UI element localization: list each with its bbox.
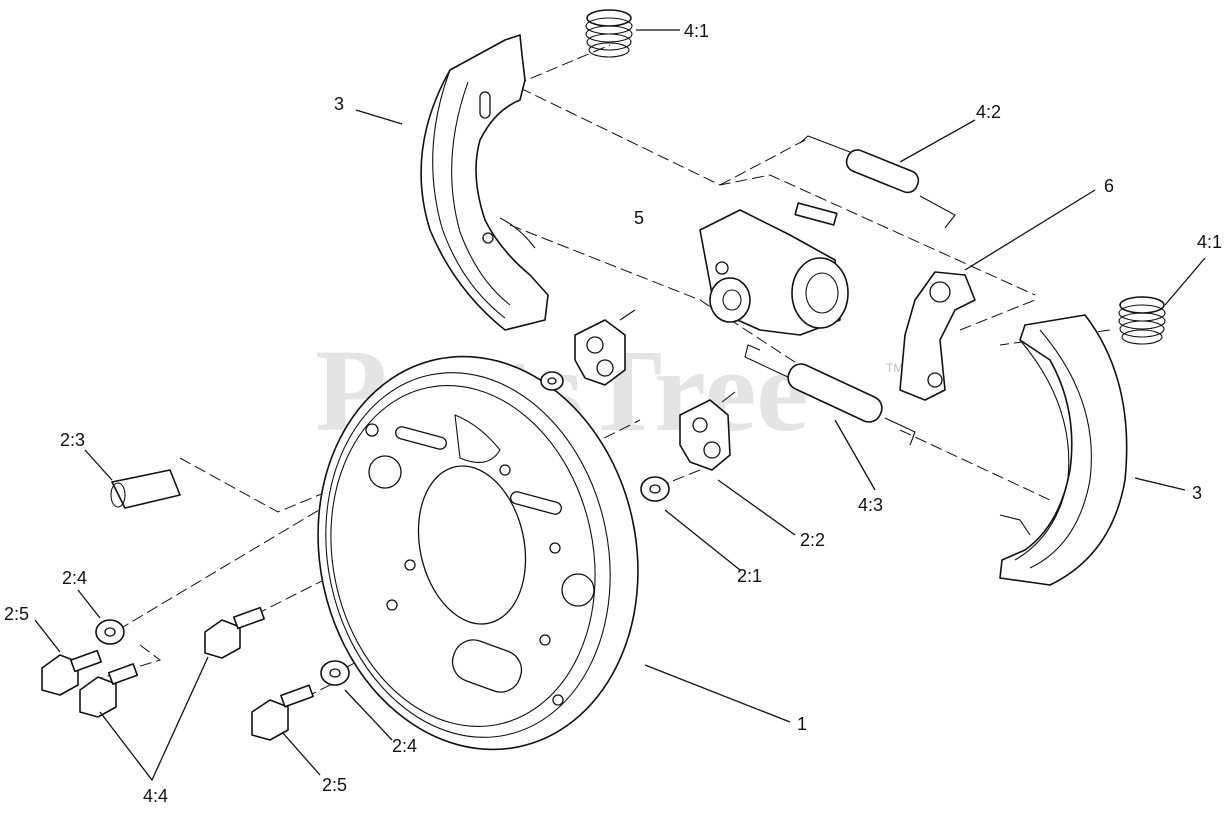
assembly-line-lever [959, 299, 1036, 331]
hold-down-spring-top [585, 9, 633, 58]
callout-4-2: 4:2 [976, 102, 1001, 122]
callout-4-4: 4:4 [143, 786, 168, 806]
assembly-line-spring-top [514, 44, 611, 86]
callout-2-3: 2:3 [60, 430, 85, 450]
callout-3-right: 3 [1192, 483, 1202, 503]
callout-6: 6 [1104, 176, 1114, 196]
callout-2-2: 2:2 [800, 530, 825, 550]
assembly-line-spring-upper [719, 139, 806, 186]
parking-lever [899, 271, 976, 401]
assembly-line-mid [509, 224, 831, 386]
fasteners [41, 606, 350, 741]
callout-2-5-left: 2:5 [4, 604, 29, 624]
callout-2-4-bottom: 2:4 [392, 736, 417, 756]
watermark-trademark: TM [886, 361, 903, 375]
hold-down-spring-right [1118, 296, 1166, 345]
callout-4-1-top: 4:1 [684, 21, 709, 41]
leader-lines [34, 29, 1206, 782]
return-spring-upper [799, 135, 956, 229]
callout-2-1: 2:1 [737, 566, 762, 586]
wheel-cylinder [699, 202, 849, 336]
callout-3-left: 3 [334, 94, 344, 114]
backing-plate [317, 355, 639, 751]
assembly-line-lower-right [899, 429, 1051, 501]
callouts: 4:1 3 4:2 6 5 4:1 2:3 4:3 3 2:2 2:1 2:4 … [4, 21, 1222, 806]
callout-1: 1 [797, 714, 807, 734]
callout-4-3: 4:3 [858, 495, 883, 515]
brake-shoe-left [420, 34, 549, 331]
adjuster-hardware [540, 309, 736, 502]
return-spring-lower [744, 344, 916, 446]
pin [110, 469, 181, 509]
callout-2-4-left: 2:4 [62, 568, 87, 588]
callout-2-5-bottom: 2:5 [322, 775, 347, 795]
callout-5: 5 [634, 208, 644, 228]
brake-shoe-right [999, 314, 1128, 586]
callout-4-1-right: 4:1 [1197, 232, 1222, 252]
assembly-line-top-shoe [519, 87, 1036, 296]
